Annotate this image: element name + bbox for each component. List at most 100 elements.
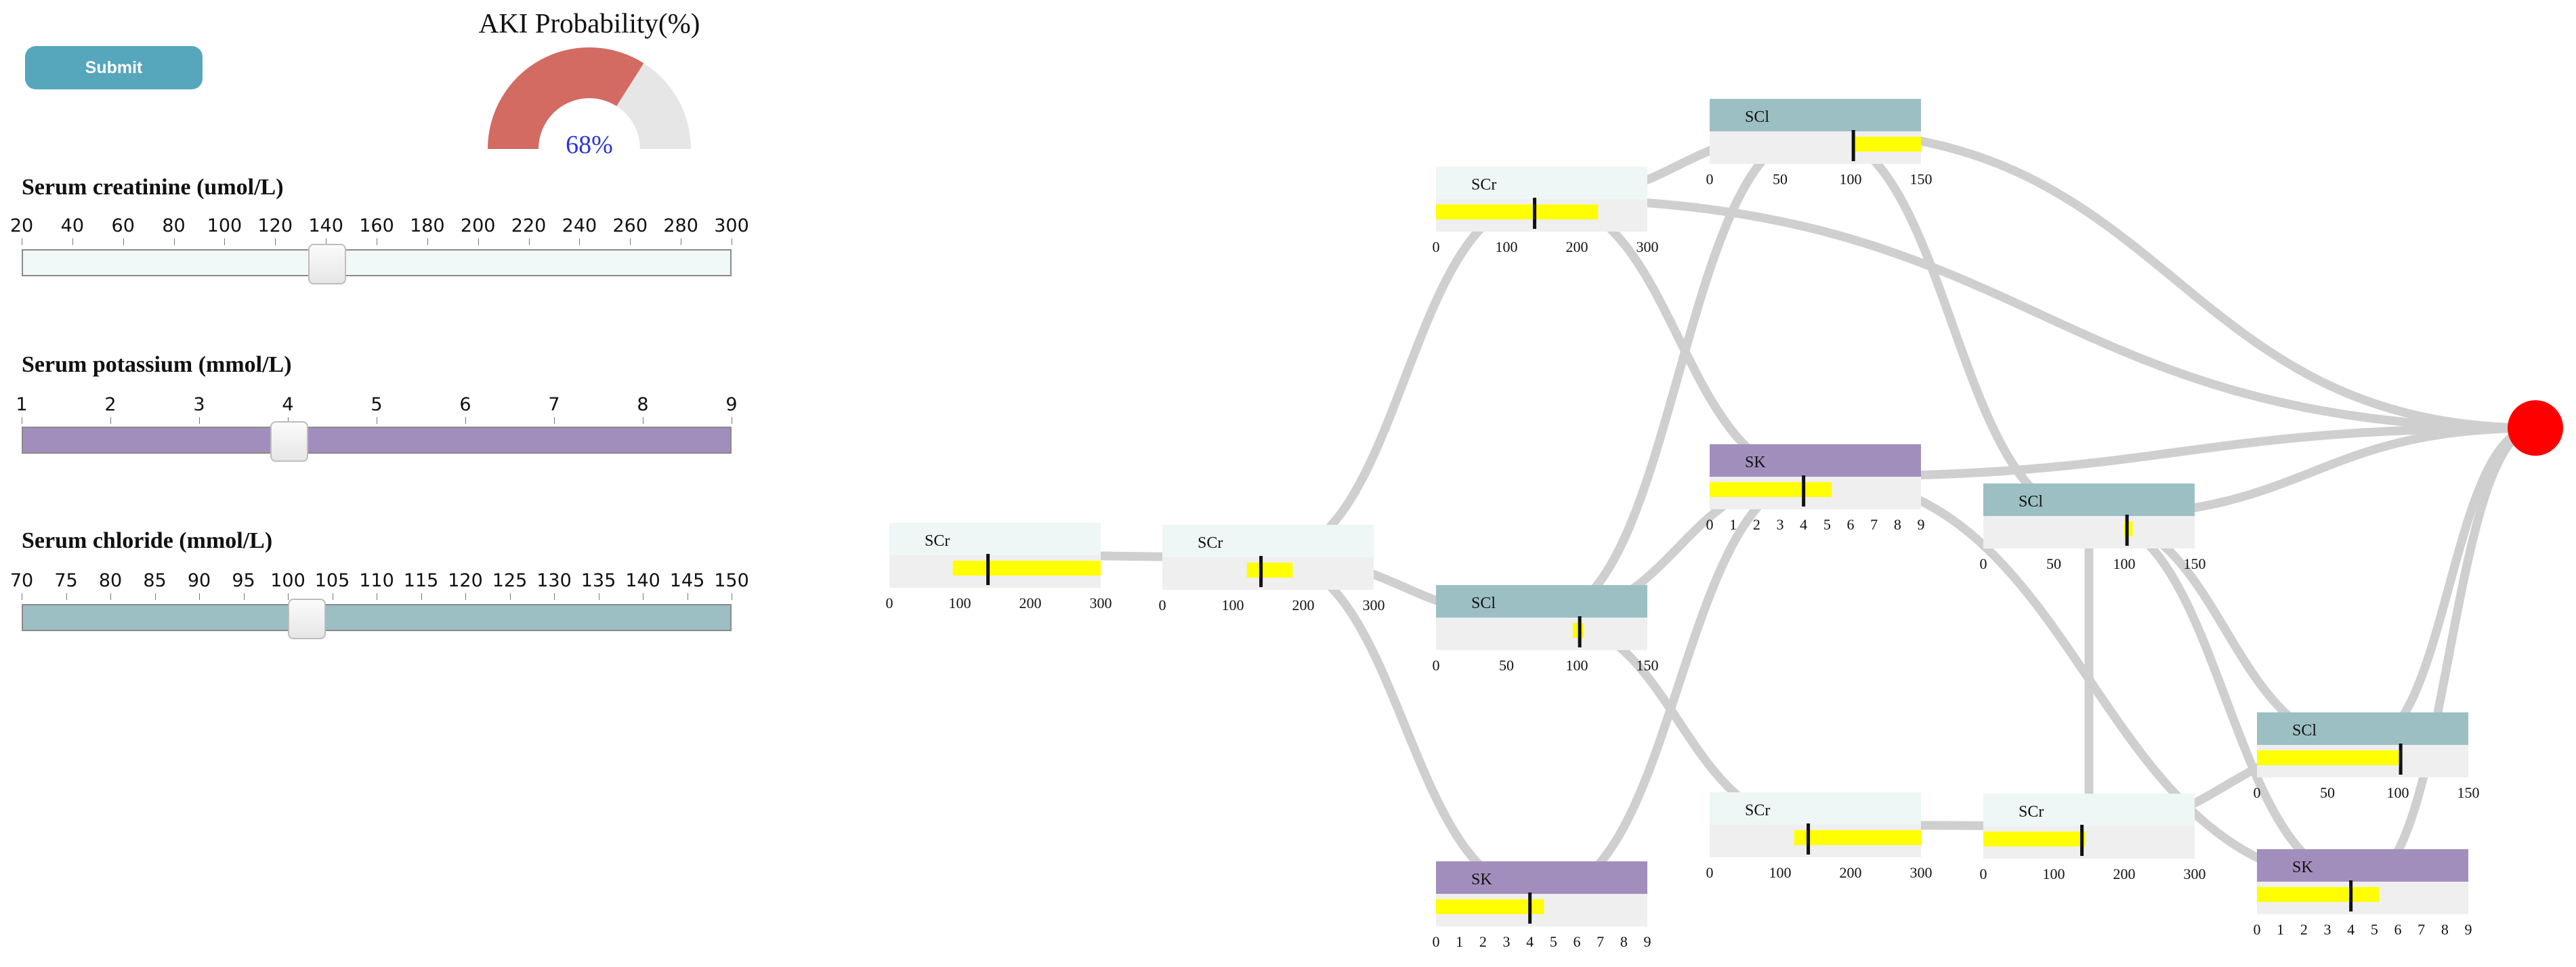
node-axis-tick: 50 <box>2320 784 2335 801</box>
node-value-marker <box>1802 475 1806 507</box>
chloride-slider-handle[interactable] <box>288 599 326 639</box>
slider-tick-mark <box>465 417 466 424</box>
node-header <box>2257 849 2468 882</box>
node-value-marker <box>1807 823 1811 855</box>
slider-tick-label: 300 <box>714 215 749 236</box>
node-axis-tick: 0 <box>1980 555 1987 572</box>
node-axis-tick: 6 <box>1574 933 1581 950</box>
node-axis-tick: 5 <box>1550 933 1557 950</box>
creatinine-slider-handle[interactable] <box>308 244 347 284</box>
node-axis-tick: 6 <box>2394 921 2402 938</box>
potassium-slider-handle[interactable] <box>270 421 308 462</box>
slider-tick-label: 90 <box>187 570 211 591</box>
slider-tick-label: 9 <box>725 394 738 415</box>
slider-tick-mark <box>72 238 73 245</box>
node-axis-tick: 0 <box>1706 171 1714 188</box>
slider-tick-mark <box>421 593 422 600</box>
slider-tick-label: 135 <box>580 570 616 591</box>
tree-link <box>2358 423 2540 750</box>
node-value-bar <box>1794 830 1921 845</box>
node-axis-tick: 100 <box>2043 865 2065 882</box>
slider-tick-label: 125 <box>492 570 528 591</box>
slider-tick-label: 80 <box>98 570 123 591</box>
potassium-slider-title: Serum potassium (mmol/L) <box>22 352 292 377</box>
node-value-bar <box>1710 482 1832 497</box>
submit-button[interactable]: Submit <box>25 46 203 89</box>
node-axis-tick: 100 <box>949 595 971 611</box>
node-axis-tick: 2 <box>1753 516 1760 533</box>
slider-tick-label: 240 <box>562 215 597 236</box>
node-label: SK <box>1745 454 1766 471</box>
node-header <box>1436 861 1647 894</box>
slider-tick-label: 220 <box>511 215 547 236</box>
slider-tick-mark <box>154 593 156 600</box>
slider-tick-label: 120 <box>448 570 483 591</box>
slider-tick-label: 145 <box>669 570 705 591</box>
node-label: SCr <box>925 532 950 550</box>
node-axis-tick: 0 <box>1706 516 1714 533</box>
node-axis-tick: 8 <box>2441 921 2449 938</box>
gauge-value: 68% <box>566 131 613 159</box>
chloride-slider-title: Serum chloride (mmol/L) <box>22 528 273 553</box>
slider-tick-label: 200 <box>460 215 496 236</box>
node-axis-tick: 0 <box>2254 784 2261 801</box>
node-axis-tick: 100 <box>2113 555 2136 572</box>
slider-tick-label: 120 <box>257 215 293 236</box>
node-value-marker <box>1533 198 1537 229</box>
node-header <box>1983 484 2195 516</box>
prediction-root-node[interactable] <box>2508 400 2563 456</box>
slider-tick-label: 7 <box>548 394 560 415</box>
node-axis-tick: 5 <box>1823 516 1831 533</box>
node-value-bar <box>1436 205 1599 219</box>
node-axis-tick: 8 <box>1620 933 1628 950</box>
slider-tick-label: 180 <box>410 215 445 236</box>
node-axis-tick: 100 <box>2387 784 2409 801</box>
slider-tick-label: 100 <box>207 215 242 236</box>
node-axis-tick: 0 <box>1159 597 1166 614</box>
node-label: SCr <box>1471 176 1496 194</box>
slider-tick-mark <box>528 238 530 245</box>
potassium-slider-track[interactable] <box>22 421 732 462</box>
node-axis-tick: 0 <box>1433 657 1440 674</box>
node-axis-tick: 200 <box>1566 238 1588 255</box>
node-axis-tick: 50 <box>1773 171 1788 188</box>
node-axis-tick: 300 <box>2184 865 2206 882</box>
slider-tick-label: 70 <box>9 570 34 591</box>
node-label: SK <box>1471 871 1492 888</box>
node-axis-tick: 1 <box>2277 921 2284 938</box>
slider-tick-label: 115 <box>403 570 439 591</box>
slider-tick-mark <box>66 593 67 600</box>
slider-tick-label: 1 <box>16 394 28 415</box>
node-value-bar <box>1983 832 2086 846</box>
node-axis-tick: 0 <box>2254 921 2261 938</box>
chloride-slider-track[interactable] <box>22 599 732 639</box>
node-label: SCr <box>2019 803 2044 821</box>
node-axis-tick: 50 <box>2046 555 2061 572</box>
slider-tick-mark <box>554 417 555 424</box>
slider-tick-mark <box>123 238 124 245</box>
slider-tick-mark <box>427 238 428 245</box>
slider-tick-mark <box>579 238 580 245</box>
node-value-bar <box>1436 899 1544 914</box>
tree-link <box>2358 423 2540 886</box>
slider-tick-mark <box>275 238 276 245</box>
creatinine-slider-track[interactable] <box>22 244 732 284</box>
node-axis-tick: 7 <box>2417 921 2425 938</box>
node-header <box>1162 525 1374 557</box>
